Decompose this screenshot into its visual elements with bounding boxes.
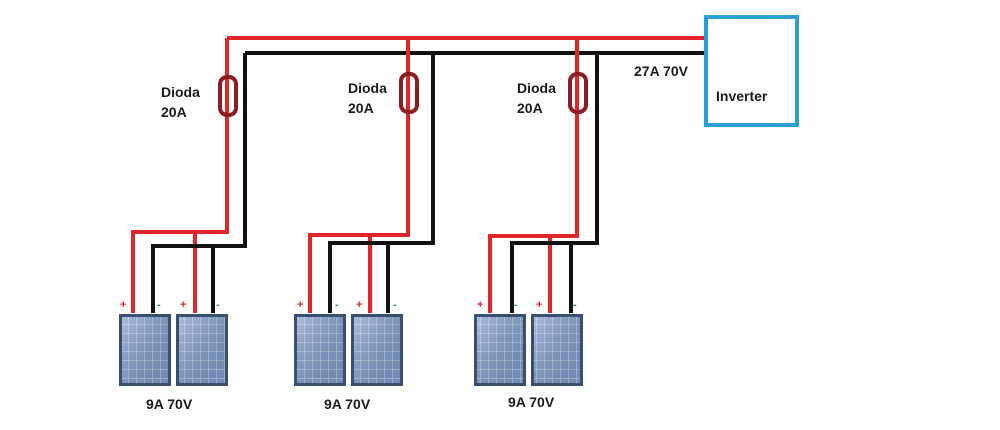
diode-3-rating: 20A bbox=[517, 100, 543, 116]
group-3-positive-wire bbox=[488, 38, 579, 313]
minus-sign: - bbox=[573, 299, 577, 311]
group-2-positive-wire bbox=[308, 38, 410, 313]
minus-sign: - bbox=[335, 299, 339, 311]
diode-1 bbox=[218, 75, 238, 117]
minus-sign: - bbox=[157, 299, 161, 311]
diode-2 bbox=[399, 72, 419, 114]
group-1-negative-wire bbox=[151, 53, 247, 313]
minus-sign: - bbox=[514, 299, 518, 311]
plus-sign: + bbox=[297, 299, 303, 311]
plus-sign: + bbox=[180, 299, 186, 311]
diode-1-rating: 20A bbox=[161, 104, 187, 120]
solar-panel bbox=[294, 314, 346, 386]
minus-sign: - bbox=[216, 299, 220, 311]
solar-panel bbox=[474, 314, 526, 386]
diode-2-rating: 20A bbox=[348, 100, 374, 116]
group-1-positive-wire bbox=[131, 38, 229, 313]
diode-3-name: Dioda bbox=[517, 80, 556, 96]
group-2-negative-wire bbox=[328, 53, 435, 313]
solar-panel bbox=[531, 314, 583, 386]
inverter-box bbox=[704, 15, 799, 127]
diode-1-name: Dioda bbox=[161, 84, 200, 100]
diode-3 bbox=[568, 72, 588, 114]
plus-sign: + bbox=[536, 299, 542, 311]
solar-panel bbox=[351, 314, 403, 386]
main-bus-spec: 27A 70V bbox=[634, 63, 688, 79]
plus-sign: + bbox=[477, 299, 483, 311]
solar-panel bbox=[119, 314, 171, 386]
diode-2-name: Dioda bbox=[348, 80, 387, 96]
inverter-label: Inverter bbox=[716, 88, 768, 104]
panel-group-1-spec: 9A 70V bbox=[146, 396, 193, 412]
plus-sign: + bbox=[120, 299, 126, 311]
panel-group-2-spec: 9A 70V bbox=[324, 396, 371, 412]
minus-sign: - bbox=[393, 299, 397, 311]
panel-group-3-spec: 9A 70V bbox=[508, 394, 555, 410]
plus-sign: + bbox=[356, 299, 362, 311]
solar-panel bbox=[176, 314, 228, 386]
group-3-negative-wire bbox=[510, 53, 599, 313]
